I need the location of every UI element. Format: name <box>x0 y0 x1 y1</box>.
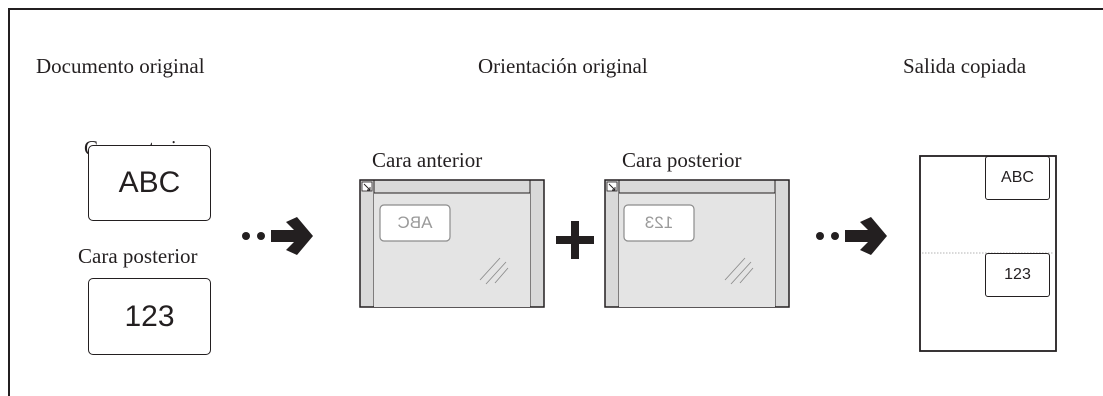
original-front-card: ABC <box>88 145 211 221</box>
arrow-right-icon-2 <box>816 217 887 255</box>
copied-output-header: Salida copiada <box>903 54 1027 78</box>
frame-left-border <box>8 8 10 396</box>
frame-top-border <box>8 8 1103 10</box>
plus-icon <box>556 221 594 259</box>
original-document-header: Documento original <box>36 54 205 78</box>
original-front-text: ABC <box>118 166 181 199</box>
output-bottom-box: 123 <box>985 253 1050 297</box>
original-back-card: 123 <box>88 278 211 355</box>
orientation-back-label: Cara posterior <box>622 148 742 172</box>
arrow-right-icon <box>242 217 313 255</box>
output-top-text: ABC <box>1001 169 1034 186</box>
output-top-box: ABC <box>985 156 1050 200</box>
orientation-front-label: Cara anterior <box>372 148 483 172</box>
orientation-front-text: ABC <box>397 213 433 232</box>
original-orientation-header: Orientación original <box>478 54 648 78</box>
original-back-label: Cara posterior <box>78 244 198 268</box>
orientation-back-text: 123 <box>644 213 674 232</box>
front-glass-panel <box>359 179 545 308</box>
output-bottom-text: 123 <box>1004 266 1031 283</box>
original-back-text: 123 <box>124 299 175 333</box>
back-glass-panel <box>604 179 790 308</box>
